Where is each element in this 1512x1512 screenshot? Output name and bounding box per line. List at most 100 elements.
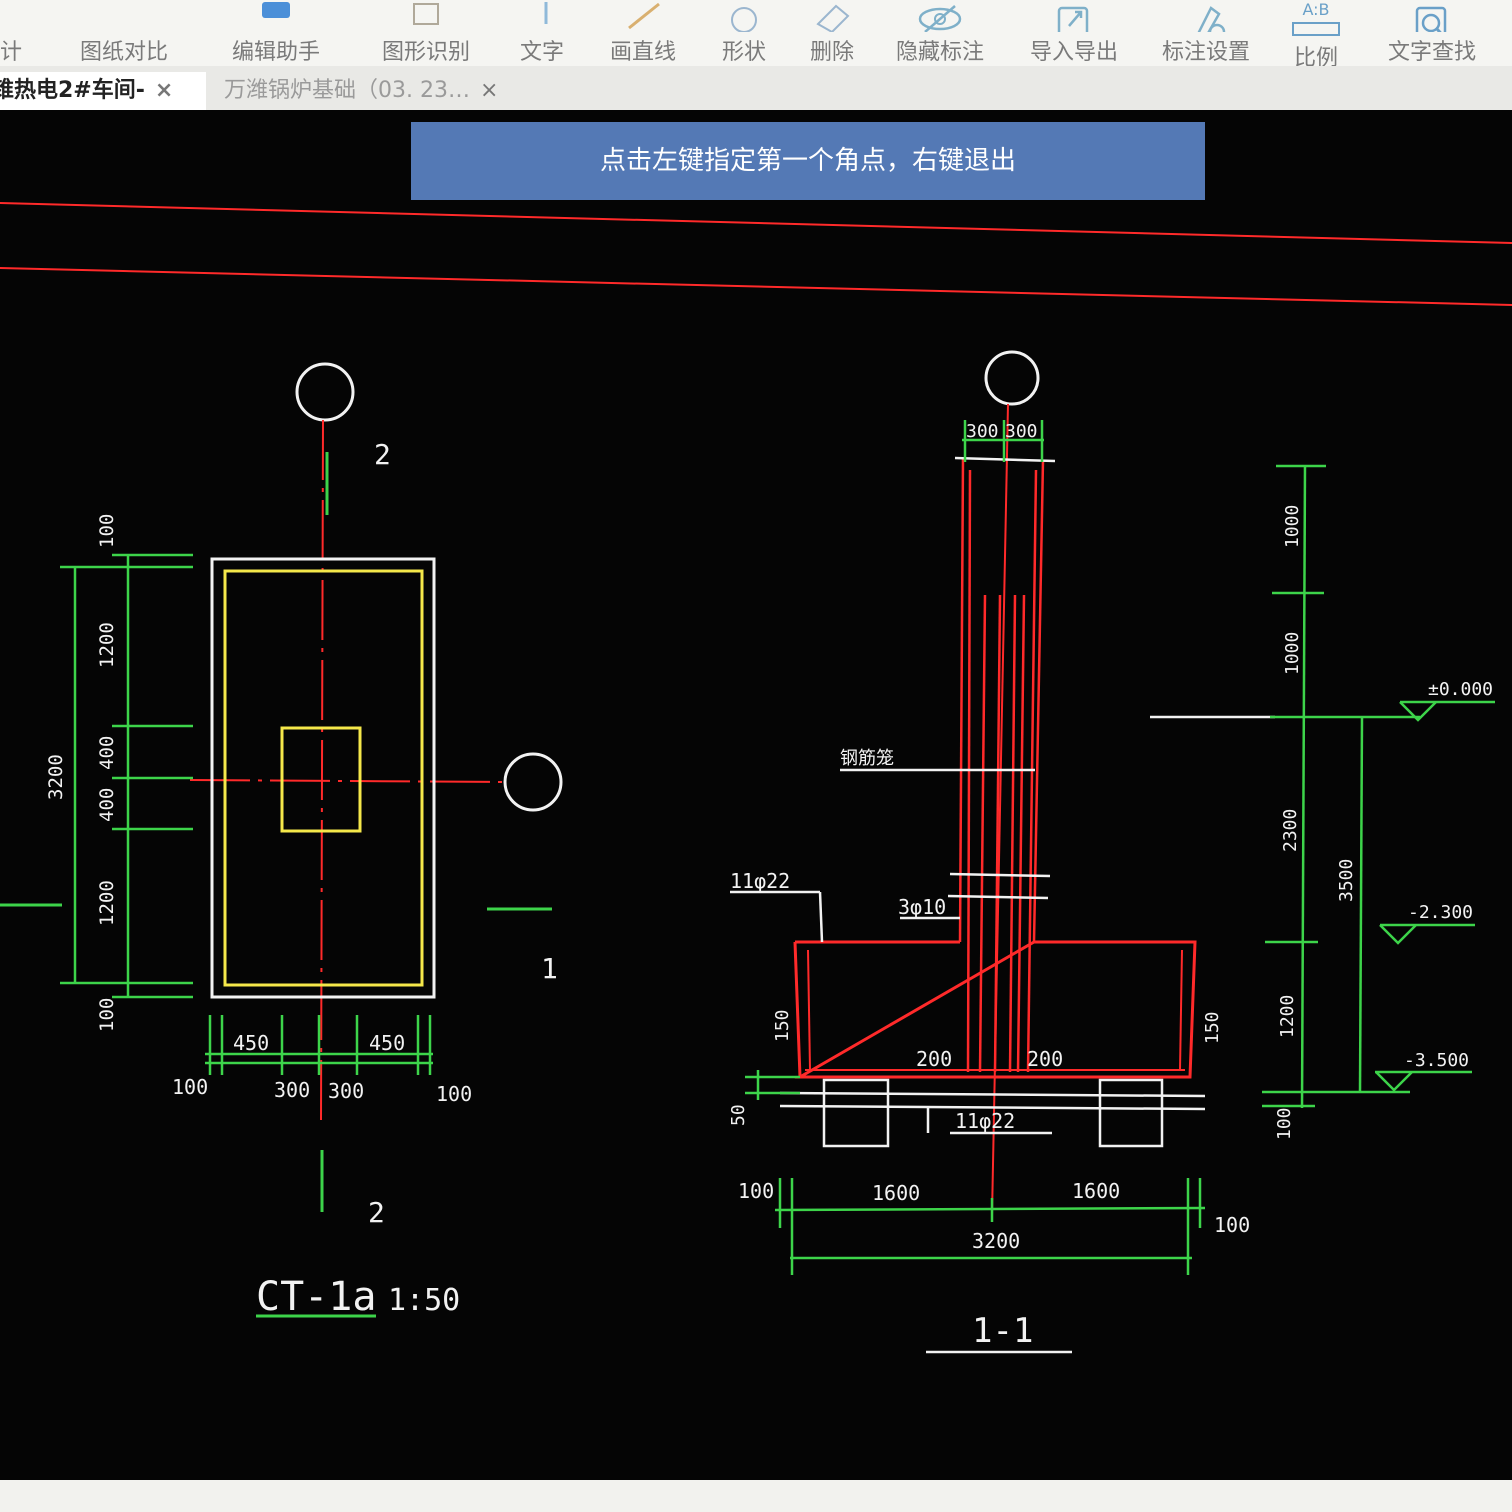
elevation-markers <box>1375 701 1437 1092</box>
dim-text: 400 <box>96 736 118 770</box>
eye-hide-icon <box>918 5 962 32</box>
dim-text: 1600 <box>872 1181 920 1205</box>
import-export-icon <box>1057 6 1089 32</box>
tool-text[interactable]: 文字 <box>520 2 564 66</box>
annotation-settings-icon <box>1197 6 1226 32</box>
tool-edit-assistant[interactable]: 编辑助手 <box>232 2 320 66</box>
elevation-text: -2.300 <box>1408 902 1473 923</box>
dim-text: 450 <box>233 1031 269 1055</box>
section-label: 1 <box>541 952 558 985</box>
elevation-text: -3.500 <box>1404 1050 1469 1071</box>
elevation-dimension-lines <box>1262 464 1495 1109</box>
text-search-icon <box>1415 6 1447 32</box>
left-dimension-lines <box>60 553 193 999</box>
axis-bubble <box>984 350 1040 406</box>
cad-canvas[interactable] <box>0 110 1512 1480</box>
dim-text: 200 <box>916 1047 952 1071</box>
dim-text: 100 <box>738 1179 774 1203</box>
footing-pile-cap <box>223 569 424 987</box>
axis-bubble <box>503 752 563 812</box>
tab-drawing-1[interactable]: 锥热电2#车间-× <box>0 72 206 110</box>
dim-text: 100 <box>436 1082 472 1106</box>
section-outline <box>730 456 1275 1148</box>
plan-view: 2 2 1 100 1200 400 400 1200 100 3200 <box>0 362 563 1320</box>
toolbar: 计 图纸对比 编辑助手 图形识别 文字 画直线 形状 删除 隐藏标注 导入导出 … <box>0 0 1512 71</box>
rebar-label: 钢筋笼 <box>840 748 894 769</box>
column-section <box>280 726 362 833</box>
dim-text: 100 <box>1274 1107 1295 1140</box>
plan-scale: 1:50 <box>388 1283 460 1318</box>
dim-text: 400 <box>96 788 118 822</box>
dim-text: 2300 <box>1280 809 1301 852</box>
footing-body <box>794 940 1197 1079</box>
dim-text: 150 <box>772 1009 793 1042</box>
bottom-dimension-texts: 450 450 100 300 300 100 <box>172 1031 472 1106</box>
dim-text: 200 <box>1027 1047 1063 1071</box>
tool-text-search[interactable]: 文字查找 <box>1388 2 1476 66</box>
guide-line <box>0 202 1512 244</box>
plan-title: CT-1a <box>256 1274 376 1320</box>
rebar-label: 11φ22 <box>955 1109 1015 1133</box>
dim-text: 300 <box>274 1078 310 1102</box>
footing-outline <box>210 557 436 999</box>
bottom-dimension-lines <box>205 1015 433 1075</box>
center-line-horizontal <box>189 779 506 783</box>
left-dimension-texts: 100 1200 400 400 1200 100 3200 <box>45 514 118 1032</box>
line-icon <box>628 2 660 30</box>
tool-shape-recognize[interactable]: 图形识别 <box>382 2 470 66</box>
axis-bubble <box>295 362 355 422</box>
tool-calc[interactable]: 计 <box>0 2 22 66</box>
center-line-vertical <box>320 419 324 1121</box>
dim-text: 1000 <box>1282 632 1303 675</box>
shape-icon <box>731 7 757 32</box>
dim-text: 450 <box>369 1031 405 1055</box>
close-icon[interactable]: × <box>479 78 499 103</box>
side-rebar <box>807 949 811 1071</box>
column-dimension-lines <box>962 420 1044 462</box>
dim-text: 300 <box>966 421 999 442</box>
close-icon[interactable]: × <box>154 78 174 103</box>
dim-text: 300 <box>1005 421 1038 442</box>
dim-text: 100 <box>96 514 118 548</box>
dim-text: 1200 <box>1277 995 1298 1038</box>
tool-shape[interactable]: 形状 <box>722 2 766 66</box>
center-line-vertical <box>991 403 1009 1216</box>
tool-delete[interactable]: 删除 <box>810 2 854 66</box>
dim-text: 100 <box>1214 1213 1250 1237</box>
dim-text: 300 <box>328 1079 364 1103</box>
bed-dimension-lines <box>745 1070 800 1100</box>
dim-text: 1200 <box>96 880 118 926</box>
dim-text: 50 <box>728 1104 749 1126</box>
tab-drawing-2[interactable]: 万潍锅炉基础（03. 23…× <box>224 78 499 103</box>
guide-line <box>0 267 1512 306</box>
section-bottom-dimension-texts: 100 1600 1600 100 3200 <box>738 1179 1250 1253</box>
dim-text: 1200 <box>96 622 118 668</box>
tool-annotation-settings[interactable]: 标注设置 <box>1162 2 1250 66</box>
rebar-label: 11φ22 <box>730 869 790 893</box>
dim-text: 100 <box>172 1075 208 1099</box>
footing-side <box>793 941 802 1078</box>
tab-bar: 锥热电2#车间-× 万潍锅炉基础（03. 23…× <box>0 66 1512 110</box>
side-rebar <box>1179 949 1183 1071</box>
tool-import-export[interactable]: 导入导出 <box>1030 2 1118 66</box>
section-label: 2 <box>374 438 391 471</box>
tool-compare[interactable]: 图纸对比 <box>80 2 168 66</box>
dim-text: 1600 <box>1072 1179 1120 1203</box>
text-icon <box>544 2 548 24</box>
shape-recognize-icon <box>413 3 439 25</box>
elevation-dimension-texts: 1000 1000 2300 1200 100 3500 ±0.000 -2.3… <box>1274 505 1493 1140</box>
dim-text: 1000 <box>1282 505 1303 548</box>
elevation-text: ±0.000 <box>1428 679 1493 700</box>
edit-assistant-icon <box>262 2 290 18</box>
section-label: 2 <box>368 1196 385 1229</box>
section-title: 1-1 <box>972 1311 1033 1351</box>
tool-hide-annotation[interactable]: 隐藏标注 <box>896 2 984 66</box>
dim-text: 100 <box>96 998 118 1032</box>
tool-draw-line[interactable]: 画直线 <box>610 2 676 66</box>
section-view: 300 300 钢筋笼 11φ22 3φ10 11φ22 200 200 150… <box>728 350 1495 1354</box>
dim-text: 3200 <box>45 754 67 800</box>
eraser-icon <box>816 4 850 32</box>
dim-text: 150 <box>1202 1011 1223 1044</box>
section-bottom-dimension-lines <box>774 1178 1206 1275</box>
